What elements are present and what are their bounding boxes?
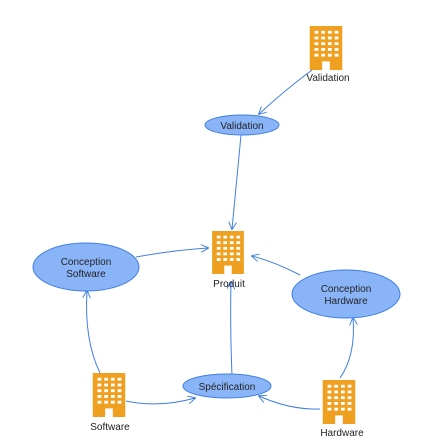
building-icon [92,373,126,417]
edge-software-to-specification[interactable] [125,398,195,405]
building-icon [309,26,343,70]
process-ellipse[interactable] [291,269,401,319]
node-produit[interactable]: Produit [212,231,245,290]
node-hardware[interactable]: Hardware [320,380,364,439]
edge-conception-software-to-produit[interactable] [135,248,208,258]
edges [87,69,354,410]
conception-software-label-line1: Conception [61,257,112,268]
edge-hardware-to-conception-hardware[interactable] [339,318,353,379]
edge-specification-to-produit[interactable] [231,282,232,377]
building-icon [212,231,244,274]
process-ellipse[interactable] [32,242,140,292]
process-ellipse[interactable] [204,114,280,136]
validation-actor-label: Validation [306,73,349,84]
node-validation-process[interactable]: Validation [204,114,280,136]
specification-label: Spécification [199,382,256,393]
edge-validation-actor-to-validation[interactable] [259,69,313,114]
node-software[interactable]: Software [90,373,130,433]
node-validation-actor[interactable]: Validation [306,26,350,84]
conception-hardware-label-line2: Hardware [324,296,368,307]
edge-hardware-to-specification[interactable] [259,396,321,410]
produit-label: Produit [213,279,245,290]
node-conception-hardware[interactable]: Conception Hardware [291,269,401,319]
process-ellipse[interactable] [182,373,272,399]
validation-process-label: Validation [220,121,263,132]
edge-conception-hardware-to-produit[interactable] [252,256,301,276]
building-icon [322,380,356,424]
software-label: Software [90,422,130,433]
conception-software-label-line2: Software [66,269,106,280]
conception-hardware-label-line1: Conception [321,284,372,295]
hardware-label: Hardware [320,428,364,439]
edge-software-to-conception-software[interactable] [87,291,101,374]
edge-validation-to-produit[interactable] [232,134,242,229]
node-conception-software[interactable]: Conception Software [32,242,140,292]
node-specification[interactable]: Spécification [182,373,272,399]
